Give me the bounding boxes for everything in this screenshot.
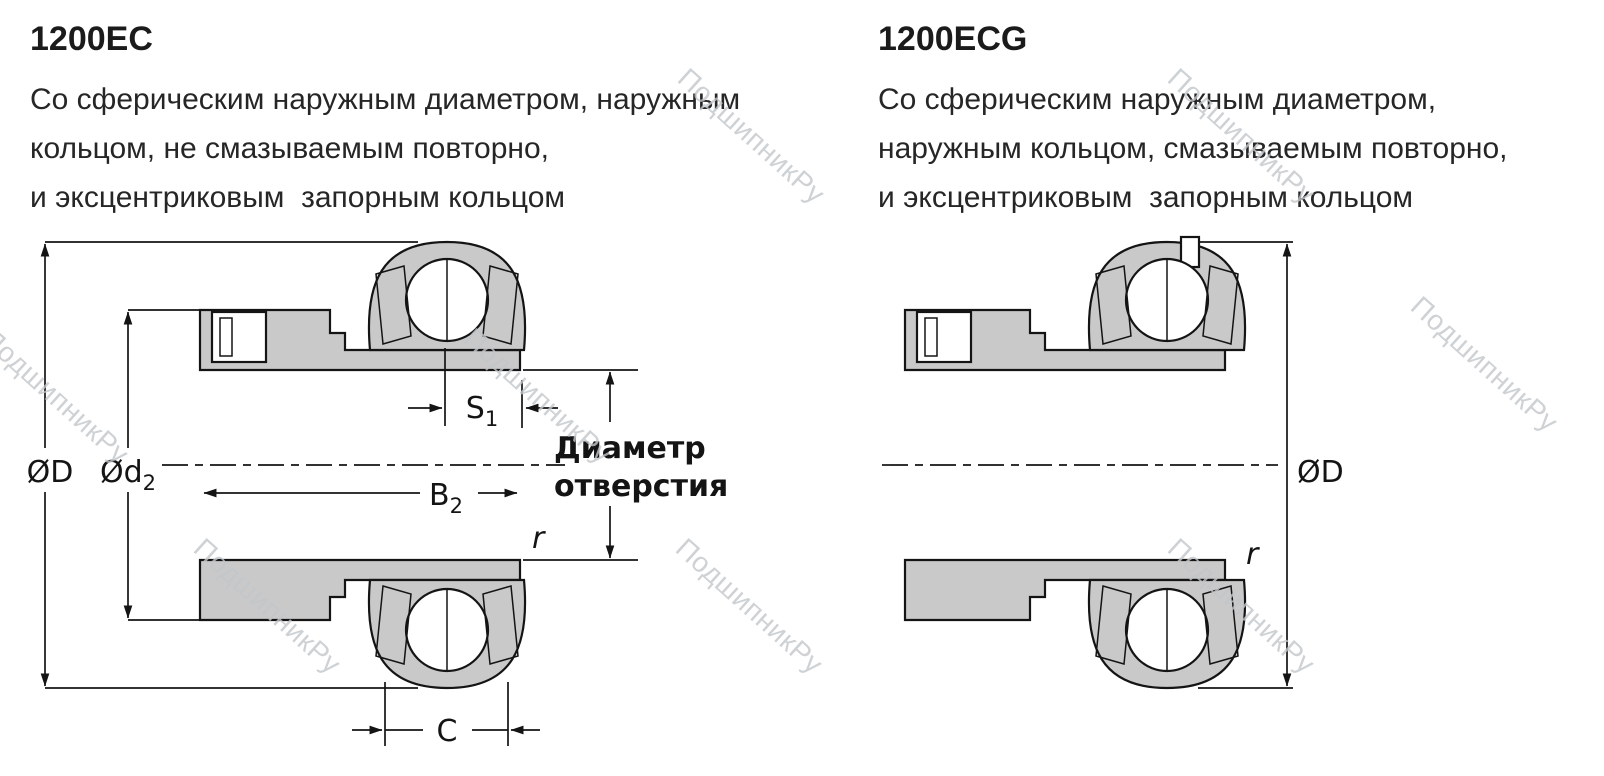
label-bore-line2: отверстия xyxy=(554,469,728,504)
set-screw-slot xyxy=(219,317,233,357)
right-product-title: 1200ECG xyxy=(878,20,1028,58)
label-bore-line1: Диаметр xyxy=(554,431,706,466)
label-fillet-r: r xyxy=(1246,537,1260,572)
seal-bottom-left xyxy=(375,585,412,665)
seal-top-right xyxy=(482,265,519,345)
label-s1: S1 xyxy=(466,391,498,431)
right-column-header: 1200ECG Со сферическим наружным диаметро… xyxy=(878,20,1604,222)
label-fillet-r: r xyxy=(532,521,546,556)
balls xyxy=(1124,257,1210,673)
balls xyxy=(404,257,490,673)
dimension-b2: B2 xyxy=(203,478,518,518)
dimension-outer-diameter: ØD xyxy=(1198,241,1344,689)
label-b2: B2 xyxy=(429,478,463,518)
right-product-description: Со сферическим наружным диаметром, наруж… xyxy=(878,83,1508,214)
dimension-outer-diameter: ØD xyxy=(27,241,418,689)
collar-and-inner-ring xyxy=(198,308,522,622)
seal-bottom-right xyxy=(1202,585,1239,665)
dimension-d2: Ød2 xyxy=(100,309,200,621)
set-screw xyxy=(210,310,268,364)
set-screw xyxy=(915,310,973,364)
label-c: C xyxy=(437,714,458,749)
bearing-diagram-1200ecg: ØD r xyxy=(882,235,1344,690)
label-outer-diameter: ØD xyxy=(1297,455,1344,490)
bearing-diagram-1200ec: ØD Ød2 B2 S1 Д xyxy=(27,240,728,749)
seals xyxy=(375,265,519,665)
seal-top-right xyxy=(1202,265,1239,345)
inner-ring-bottom xyxy=(903,558,1227,622)
inner-ring-top xyxy=(903,308,1227,372)
seal-top-left xyxy=(1095,265,1132,345)
left-product-title: 1200EC xyxy=(30,20,153,58)
inner-ring-bottom xyxy=(198,558,522,622)
seal-bottom-right xyxy=(482,585,519,665)
seal-bottom-left xyxy=(1095,585,1132,665)
collar-and-inner-ring xyxy=(903,308,1227,622)
dimension-s1: S1 xyxy=(408,348,558,431)
label-outer-diameter: ØD xyxy=(27,455,74,490)
dimension-c: C xyxy=(352,682,540,749)
left-product-description: Со сферическим наружным диаметром, наруж… xyxy=(30,83,741,214)
set-screw-slot xyxy=(924,317,938,357)
inner-ring-top xyxy=(198,308,522,372)
seal-top-left xyxy=(375,265,412,345)
dimension-bore-diameter: Диаметр отверстия xyxy=(523,369,728,561)
left-column-header: 1200EC Со сферическим наружным диаметром… xyxy=(30,20,830,222)
seals xyxy=(1095,265,1239,665)
label-d2: Ød2 xyxy=(100,455,156,495)
